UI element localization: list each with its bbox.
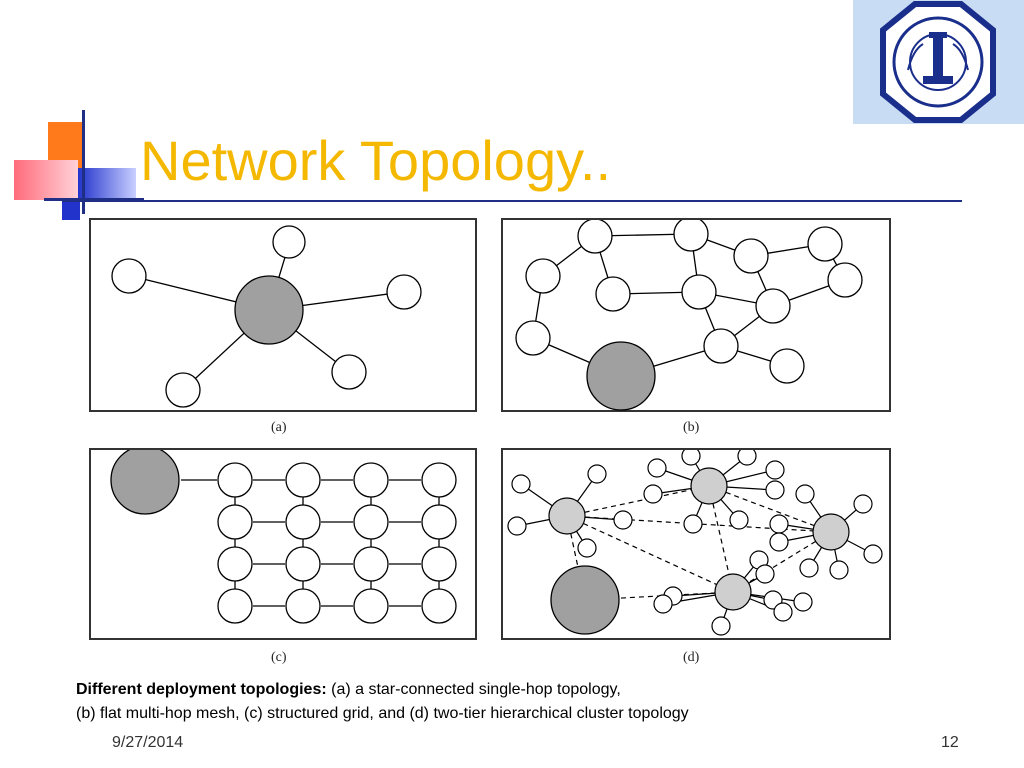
grid-node: [421, 588, 457, 624]
caption-line-1-text: (a) a star-connected single-hop topology…: [326, 681, 621, 698]
grid-topology-diagram: [110, 450, 457, 624]
panel-c-label: (c): [271, 650, 287, 665]
grid-node: [285, 588, 321, 624]
grid-node: [353, 546, 389, 582]
member-node: [683, 514, 703, 534]
grid-node: [353, 504, 389, 540]
grid-node: [217, 546, 253, 582]
member-node: [765, 480, 785, 500]
university-seal-icon: [880, 1, 996, 123]
member-node: [799, 558, 819, 578]
hierarchical-topology-diagram: [507, 450, 883, 636]
cluster-head-node: [812, 513, 850, 551]
member-node: [587, 464, 607, 484]
member-node: [795, 484, 815, 504]
grid-node: [285, 546, 321, 582]
member-node: [681, 450, 701, 466]
caption-line-1: Different deployment topologies: (a) a s…: [76, 678, 689, 702]
caption-bold-lead: Different deployment topologies:: [76, 681, 327, 698]
grid-node: [353, 462, 389, 498]
decor-small-blue-square: [62, 200, 80, 220]
grid-node: [421, 546, 457, 582]
panel-d-label: (d): [683, 650, 700, 665]
member-node: [755, 564, 775, 584]
grid-node: [421, 462, 457, 498]
member-node: [511, 474, 531, 494]
member-node: [773, 602, 793, 622]
panel-b-label: (b): [683, 420, 700, 435]
decor-blue-square: [78, 168, 136, 198]
slide-title: Network Topology..: [140, 129, 612, 192]
cluster-head-node: [714, 573, 752, 611]
member-node: [769, 514, 789, 534]
panel-c-grid-topology: [89, 448, 477, 640]
title-underline: [62, 200, 962, 202]
grid-node: [421, 504, 457, 540]
grid-node: [285, 504, 321, 540]
member-node: [737, 450, 757, 466]
caption-line-2: (b) flat multi-hop mesh, (c) structured …: [76, 705, 689, 722]
grid-node: [353, 588, 389, 624]
member-node: [829, 560, 849, 580]
panel-d-hierarchical-topology: [501, 448, 891, 640]
member-node: [643, 484, 663, 504]
member-node: [653, 594, 673, 614]
grid-node: [217, 462, 253, 498]
member-node: [853, 494, 873, 514]
cluster-head-node: [690, 467, 728, 505]
grid-node: [217, 504, 253, 540]
member-node: [793, 592, 813, 612]
decor-vertical-line: [82, 110, 85, 214]
panel-a-label: (a): [271, 420, 287, 435]
grid-node: [285, 462, 321, 498]
sink-node: [110, 450, 180, 515]
cluster-head-node: [548, 497, 586, 535]
member-node: [507, 516, 527, 536]
topology-figure: (a): [85, 214, 895, 670]
grid-node: [217, 588, 253, 624]
member-node: [613, 510, 633, 530]
figure-caption: Different deployment topologies: (a) a s…: [76, 678, 689, 726]
member-node: [647, 458, 667, 478]
decor-horizontal-line: [44, 198, 144, 201]
panel-b-mesh-topology: [501, 218, 891, 412]
sink-node: [550, 565, 620, 635]
mesh-topology-diagram: [515, 220, 863, 411]
member-node: [711, 616, 731, 636]
university-logo: [853, 0, 1024, 124]
member-node: [729, 510, 749, 530]
decor-pink-square: [14, 160, 78, 200]
member-node: [765, 460, 785, 480]
panel-a-star-topology: [89, 218, 477, 412]
member-node: [863, 544, 883, 564]
star-topology-diagram: [111, 225, 422, 408]
member-node: [577, 538, 597, 558]
slide-page-number: 12: [941, 734, 959, 751]
member-node: [769, 532, 789, 552]
slide-date: 9/27/2014: [112, 734, 184, 751]
